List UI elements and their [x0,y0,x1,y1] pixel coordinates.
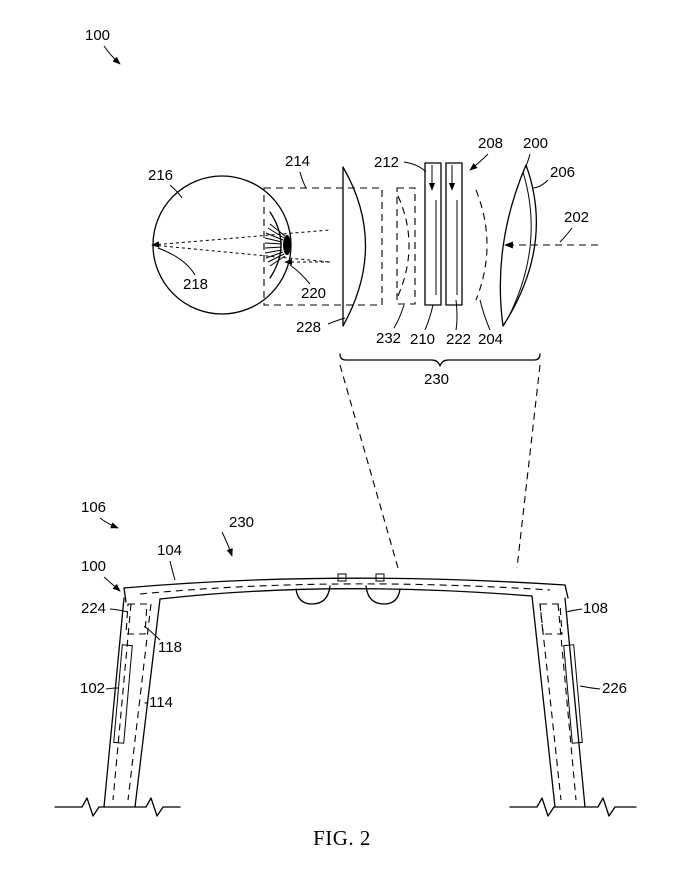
ref-216-leader [169,184,183,199]
ref-210-leader [424,304,434,331]
left-electronics-118 [125,603,148,635]
ref-232-leader [393,304,405,329]
projection-line-left [339,364,399,569]
eyeball-outline [152,175,292,315]
projection-line-right [516,364,541,569]
ref-218: 218 [183,276,208,293]
ref-118-leader [143,625,161,641]
left-break-line [54,797,181,817]
frame-left-corner [123,587,127,603]
ref-200: 200 [523,135,548,152]
ref-228-leader [327,317,346,325]
right-temple-outer [564,597,586,808]
nose-pad-left [295,585,331,605]
glasses-frame [54,573,637,817]
ref-204: 204 [478,331,503,348]
left-temple-inner [134,598,161,808]
ref-232: 232 [376,330,401,347]
ref-200-leader [524,153,531,169]
ref-226-leader [579,685,601,690]
left-temple-channel-a [112,603,132,801]
figure-caption: FIG. 2 [313,826,371,850]
frame-internal-channel [139,583,551,595]
brace-230 [339,353,541,367]
ref-204-leader [479,299,491,331]
ref-100-bottom: 100 [81,558,106,575]
ref-202: 202 [564,209,589,226]
ref-222: 222 [446,331,471,348]
ref-216: 216 [148,167,173,184]
left-temple-channel-b [127,603,152,801]
ref-230-bottom: 230 [229,514,254,531]
ref-230-top: 230 [424,371,449,388]
eye [151,175,331,315]
ref-226: 226 [602,680,627,697]
bridge-detail-2 [375,573,385,582]
ref-114: -114 [144,694,173,711]
lens-228 [342,166,367,327]
ray-lower [151,244,331,263]
eyebox-214 [263,187,383,306]
ray-upper [151,229,331,248]
ref-208: 208 [478,135,503,152]
ref-104: 104 [157,542,182,559]
ref-108-leader [565,608,583,613]
right-electronics [539,603,563,635]
ref-218-leader [157,247,196,276]
nose-pad-right [365,585,401,605]
plate-210-outer [424,162,442,306]
ref-222-leader [455,299,458,331]
ref-220-leader [289,264,311,285]
bridge-detail-1 [337,573,347,582]
outer-lens-200 [499,164,538,327]
ref-104-leader [169,560,176,581]
pupil [283,235,291,255]
iris-lines [264,223,286,267]
ref-224: 224 [81,600,106,617]
left-temple-outer [103,597,125,808]
ref-102-leader [105,687,119,690]
ref-220: 220 [301,285,326,302]
frame-bottom-edge [159,588,533,600]
right-temple-channel-b [539,603,562,801]
ref-230-bottom-arrow [221,531,233,557]
cornea-arc [269,211,282,279]
outer-lens-206-layer [507,171,532,319]
ref-100-top: 100 [85,27,110,44]
ref-106: 106 [81,499,106,516]
element-204-arc [475,189,488,301]
ref-228: 228 [296,319,321,336]
ref-100-top-arrow [103,45,121,65]
ref-106-arrow [99,517,119,529]
right-temple-module-226 [563,644,583,744]
ref-206-leader [531,179,549,189]
frame-top-edge [123,577,566,589]
element-232-arc [397,195,410,297]
right-temple-inner [531,595,556,808]
right-temple-channel-a [557,603,577,801]
ref-208-arrow [469,153,489,171]
ref-202-leader [559,227,573,243]
frame-right-corner [564,584,569,599]
ref-212-leader [403,161,427,173]
ref-210: 210 [410,331,435,348]
ref-214: 214 [285,153,310,170]
element-232-box [396,187,416,305]
ref-212: 212 [374,154,399,171]
ref-206: 206 [550,164,575,181]
ref-102: 102 [80,680,105,697]
ref-100-bottom-arrow [103,576,121,592]
right-break-line [509,797,637,817]
ref-214-leader [299,171,307,189]
ref-108: 108 [583,600,608,617]
plate-222-outer [445,162,463,306]
left-temple-battery [113,644,133,744]
ref-118: 118 [158,639,182,656]
ref-224-leader [109,608,129,613]
